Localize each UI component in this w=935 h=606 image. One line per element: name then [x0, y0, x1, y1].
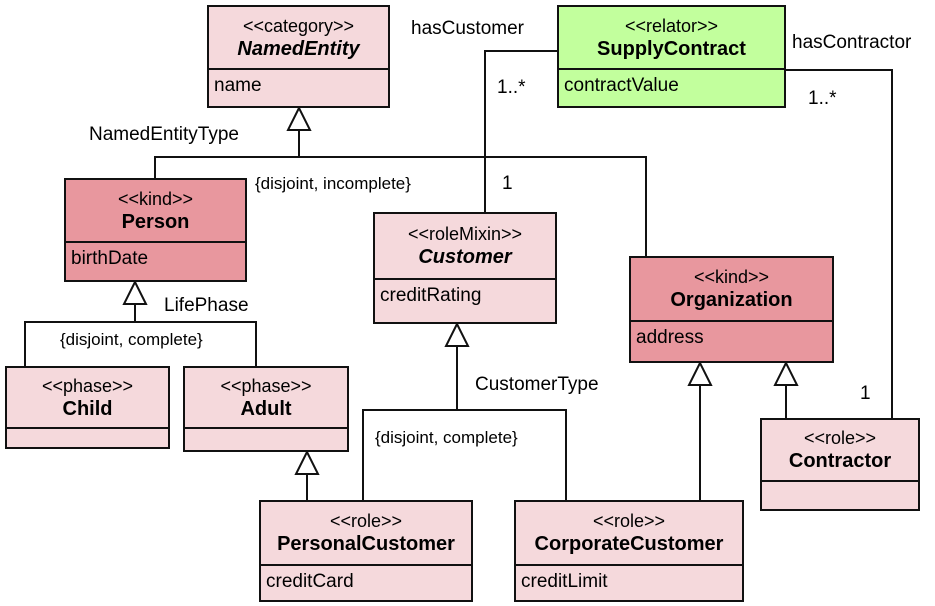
stereotype-label: <<role>>	[592, 511, 666, 531]
class-header: <<relator>> SupplyContract	[559, 7, 784, 70]
class-person[interactable]: <<kind>> Person birthDate	[64, 178, 247, 282]
class-header: <<role>> PersonalCustomer	[261, 502, 471, 566]
generalization-arrowhead-adult	[294, 449, 320, 475]
class-name: Person	[121, 210, 190, 233]
class-header: <<phase>> Child	[7, 368, 168, 429]
generalization-arrowhead-person	[122, 279, 148, 305]
attribute: creditLimit	[521, 571, 608, 592]
stereotype-label: <<role>>	[803, 428, 877, 448]
stereotype-label: <<kind>>	[693, 267, 770, 287]
attribute: creditCard	[266, 571, 354, 592]
generalization-arrowhead-org-contractor	[773, 360, 799, 386]
multiplicity-customer-one: 1	[502, 173, 513, 194]
class-child[interactable]: <<phase>> Child	[5, 366, 170, 449]
generalization-set-label-named-entity-type: NamedEntityType	[89, 124, 239, 145]
generalization-arrowhead-customer	[444, 321, 470, 347]
generalization-set-label-life-phase: LifePhase	[164, 295, 249, 316]
constraint-disjoint-incomplete: {disjoint, incomplete}	[255, 174, 411, 193]
class-header: <<category>> NamedEntity	[209, 7, 388, 70]
attribute: contractValue	[564, 75, 679, 96]
stereotype-label: <<category>>	[242, 15, 355, 36]
stereotype-label: <<phase>>	[41, 375, 134, 396]
constraint-disjoint-complete-customer: {disjoint, complete}	[375, 428, 518, 447]
constraint-disjoint-complete-phase: {disjoint, complete}	[60, 330, 203, 349]
association-label-has-contractor: hasContractor	[792, 32, 912, 53]
multiplicity-customer-side: 1..*	[497, 77, 526, 98]
class-personal-customer[interactable]: <<role>> PersonalCustomer creditCard	[259, 500, 473, 602]
class-name: Customer	[418, 246, 512, 268]
stereotype-label: <<roleMixin>>	[407, 224, 523, 244]
class-named-entity[interactable]: <<category>> NamedEntity name	[207, 5, 390, 108]
stereotype-label: <<kind>>	[117, 188, 194, 209]
class-header: <<role>> CorporateCustomer	[516, 502, 742, 566]
class-header: <<phase>> Adult	[185, 368, 347, 429]
class-name: SupplyContract	[597, 37, 746, 60]
class-header: <<roleMixin>> Customer	[375, 214, 555, 280]
generalization-arrowhead-org-corporate	[687, 360, 713, 386]
class-name: PersonalCustomer	[277, 533, 455, 555]
generalization-arrowhead-named-entity	[286, 105, 312, 131]
association-has-contractor	[786, 69, 893, 418]
class-name: NamedEntity	[237, 37, 360, 60]
class-organization[interactable]: <<kind>> Organization address	[629, 256, 834, 363]
attribute: name	[214, 75, 262, 96]
attribute: creditRating	[380, 285, 482, 306]
class-adult[interactable]: <<phase>> Adult	[183, 366, 349, 452]
attribute: address	[636, 327, 704, 348]
class-corporate-customer[interactable]: <<role>> CorporateCustomer creditLimit	[514, 500, 744, 602]
class-header: <<role>> Contractor	[762, 420, 918, 482]
class-name: CorporateCustomer	[534, 533, 724, 555]
stereotype-label: <<role>>	[329, 511, 403, 531]
class-header: <<kind>> Organization	[631, 258, 832, 322]
generalization-line-person	[154, 156, 647, 256]
class-name: Organization	[670, 289, 793, 311]
association-has-customer	[484, 50, 557, 212]
class-header: <<kind>> Person	[66, 180, 245, 243]
class-name: Child	[62, 397, 113, 420]
stereotype-label: <<phase>>	[220, 375, 312, 396]
class-contractor[interactable]: <<role>> Contractor	[760, 418, 920, 511]
generalization-set-label-customer-type: CustomerType	[475, 374, 599, 395]
multiplicity-contractor-one: 1	[860, 383, 871, 404]
attribute: birthDate	[71, 248, 149, 269]
class-customer[interactable]: <<roleMixin>> Customer creditRating	[373, 212, 557, 324]
generalization-line-customer-roles	[362, 409, 567, 500]
stereotype-label: <<relator>>	[624, 15, 719, 36]
class-supply-contract[interactable]: <<relator>> SupplyContract contractValue	[557, 5, 786, 108]
multiplicity-contractor-side: 1..*	[808, 88, 837, 109]
class-name: Contractor	[788, 450, 892, 472]
class-name: Adult	[240, 397, 292, 420]
association-label-has-customer: hasCustomer	[411, 18, 524, 39]
generalization-line-child-adult	[24, 321, 257, 366]
